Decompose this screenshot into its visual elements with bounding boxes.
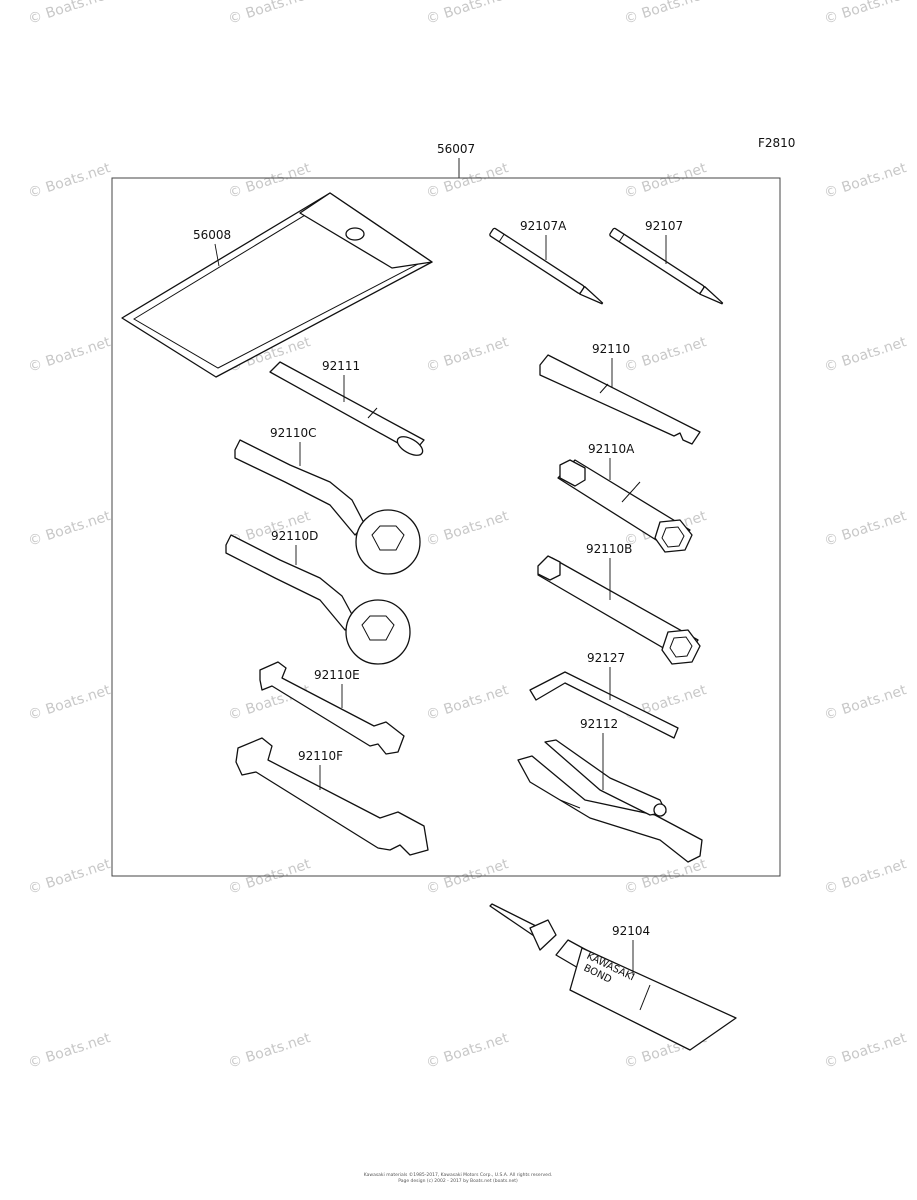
label-92110b[interactable]: 92110B (586, 542, 632, 556)
watermark-text: © Boats.net (424, 682, 511, 724)
label-92104[interactable]: 92104 (612, 924, 650, 938)
watermark-text: © Boats.net (622, 856, 709, 898)
watermark-text: © Boats.net (822, 160, 909, 202)
watermark-text: © Boats.net (26, 682, 113, 724)
figure-code: F2810 (758, 136, 795, 150)
label-92107a[interactable]: 92107A (520, 219, 567, 233)
screwdriver-92107a[interactable] (489, 227, 605, 307)
label-92107[interactable]: 92107 (645, 219, 683, 233)
watermark-text: © Boats.net (424, 160, 511, 202)
hex-key-92127[interactable] (529, 671, 679, 739)
label-92110c[interactable]: 92110C (270, 426, 317, 440)
watermark-text: © Boats.net (26, 856, 113, 898)
watermark-text: © Boats.net (822, 1030, 909, 1072)
label-92111[interactable]: 92111 (322, 359, 360, 373)
watermark-text: © Boats.net (26, 334, 113, 376)
flat-wrench-92110[interactable] (539, 354, 701, 445)
label-56008[interactable]: 56008 (193, 228, 231, 242)
watermark-text: © Boats.net (226, 1030, 313, 1072)
label-92110[interactable]: 92110 (592, 342, 630, 356)
watermark-text: © Boats.net (822, 856, 909, 898)
label-92127[interactable]: 92127 (587, 651, 625, 665)
watermark-text: © Boats.net (622, 0, 709, 28)
watermark-text: © Boats.net (26, 508, 113, 550)
watermark-text: © Boats.net (822, 0, 909, 28)
watermark-text: © Boats.net (822, 508, 909, 550)
footer-copyright: Kawasaki materials ©1985-2017, Kawasaki … (364, 1171, 552, 1178)
watermark-text: © Boats.net (424, 334, 511, 376)
leader-56008 (214, 243, 220, 267)
pliers-92112[interactable] (517, 739, 703, 863)
screwdriver-92107[interactable] (609, 227, 725, 307)
spanner-92110e[interactable] (259, 661, 405, 755)
label-92110a[interactable]: 92110A (588, 442, 635, 456)
label-92110d[interactable]: 92110D (271, 529, 318, 543)
watermark-text: © Boats.net (26, 0, 113, 28)
label-56007[interactable]: 56007 (437, 142, 475, 156)
watermark-text: © Boats.net (622, 160, 709, 202)
label-92110f[interactable]: 92110F (298, 749, 343, 763)
kit-frame (111, 177, 781, 877)
label-92110e[interactable]: 92110E (314, 668, 360, 682)
ring-wrench-92110c[interactable] (234, 439, 421, 575)
socket-92110a[interactable] (557, 459, 693, 553)
watermark-text: © Boats.net (226, 0, 313, 28)
bond-tube-92104[interactable]: KAWASAKI BOND (489, 903, 737, 1051)
spanner-92110f[interactable] (235, 737, 429, 856)
socket-92110b[interactable] (537, 555, 701, 665)
watermark-layer: © Boats.net © Boats.net © Boats.net © Boats… (26, 0, 909, 1072)
watermark-text: © Boats.net (424, 856, 511, 898)
watermark-text: © Boats.net (26, 160, 113, 202)
watermark-text: © Boats.net (26, 1030, 113, 1072)
watermark-text: © Boats.net (822, 682, 909, 724)
handle-92111[interactable] (269, 361, 426, 459)
watermark-text: © Boats.net (226, 160, 313, 202)
tool-case-56008[interactable] (121, 192, 433, 378)
footer-design: Page design (c) 2002 - 2017 by Boats.net… (398, 1178, 518, 1184)
watermark-text: © Boats.net (424, 0, 511, 28)
watermark-text: © Boats.net (226, 856, 313, 898)
ring-wrench-92110d[interactable] (225, 534, 411, 665)
watermark-text: © Boats.net (424, 508, 511, 550)
watermark-text: © Boats.net (424, 1030, 511, 1072)
watermark-text: © Boats.net (622, 334, 709, 376)
label-92112[interactable]: 92112 (580, 717, 618, 731)
watermark-text: © Boats.net (822, 334, 909, 376)
